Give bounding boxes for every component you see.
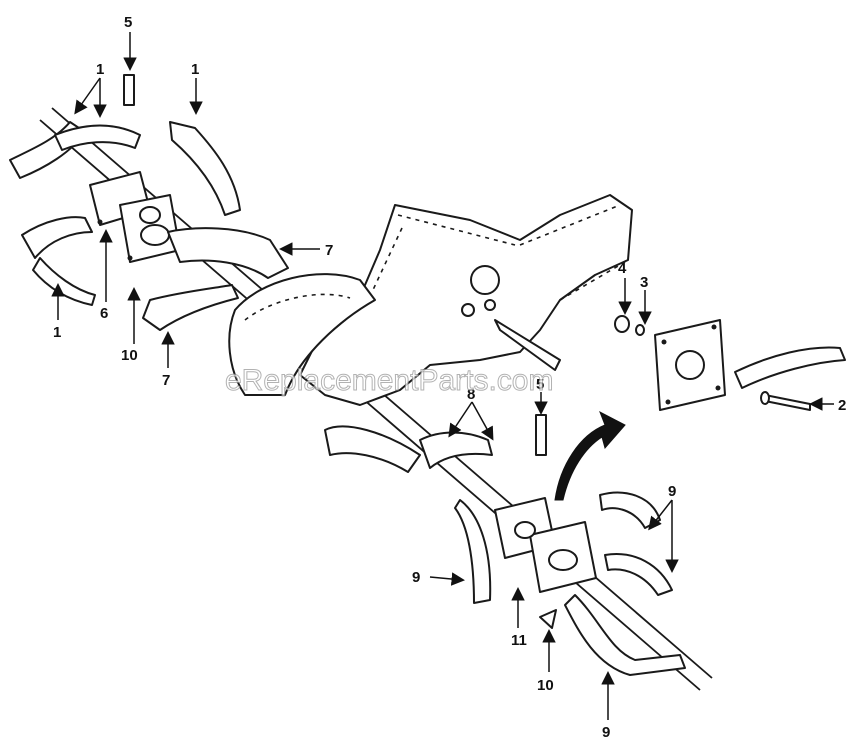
hardware	[123, 74, 811, 456]
callout-3: 3	[640, 274, 648, 291]
watermark: eReplacementParts.com	[225, 364, 553, 397]
callout-9-bottom: 9	[602, 724, 610, 741]
outer-tine-right	[734, 346, 846, 389]
tine-shield	[228, 273, 376, 396]
left-hub	[89, 171, 181, 263]
callout-5-middle: 5	[536, 376, 544, 393]
callout-5-top: 5	[124, 14, 132, 31]
left-tines	[9, 121, 289, 331]
callout-7-right: 7	[325, 242, 333, 259]
callout-6: 6	[100, 305, 108, 322]
callout-4: 4	[618, 260, 627, 277]
callout-1-top-left: 1	[96, 61, 104, 78]
right-hub	[494, 497, 597, 629]
callout-8: 8	[467, 386, 475, 403]
callout-1-top-right: 1	[191, 61, 199, 78]
callout-9-left: 9	[412, 569, 420, 586]
rotation-arrow-icon	[554, 410, 626, 501]
callout-10-left: 10	[121, 347, 138, 364]
callout-2: 2	[838, 397, 846, 414]
leader-lines	[51, 32, 834, 720]
callout-1-bottom-left: 1	[53, 324, 61, 341]
callout-11: 11	[511, 632, 527, 649]
right-tines	[324, 425, 686, 676]
callout-labels: 5 1 1 1 6 10 7 7 4 3 2 8 5 9 9 11 10 9	[53, 14, 846, 741]
callout-10-bottom: 10	[537, 677, 554, 694]
callout-7-bottom: 7	[162, 372, 170, 389]
callout-9-right: 9	[668, 483, 676, 500]
side-plate	[654, 319, 726, 411]
